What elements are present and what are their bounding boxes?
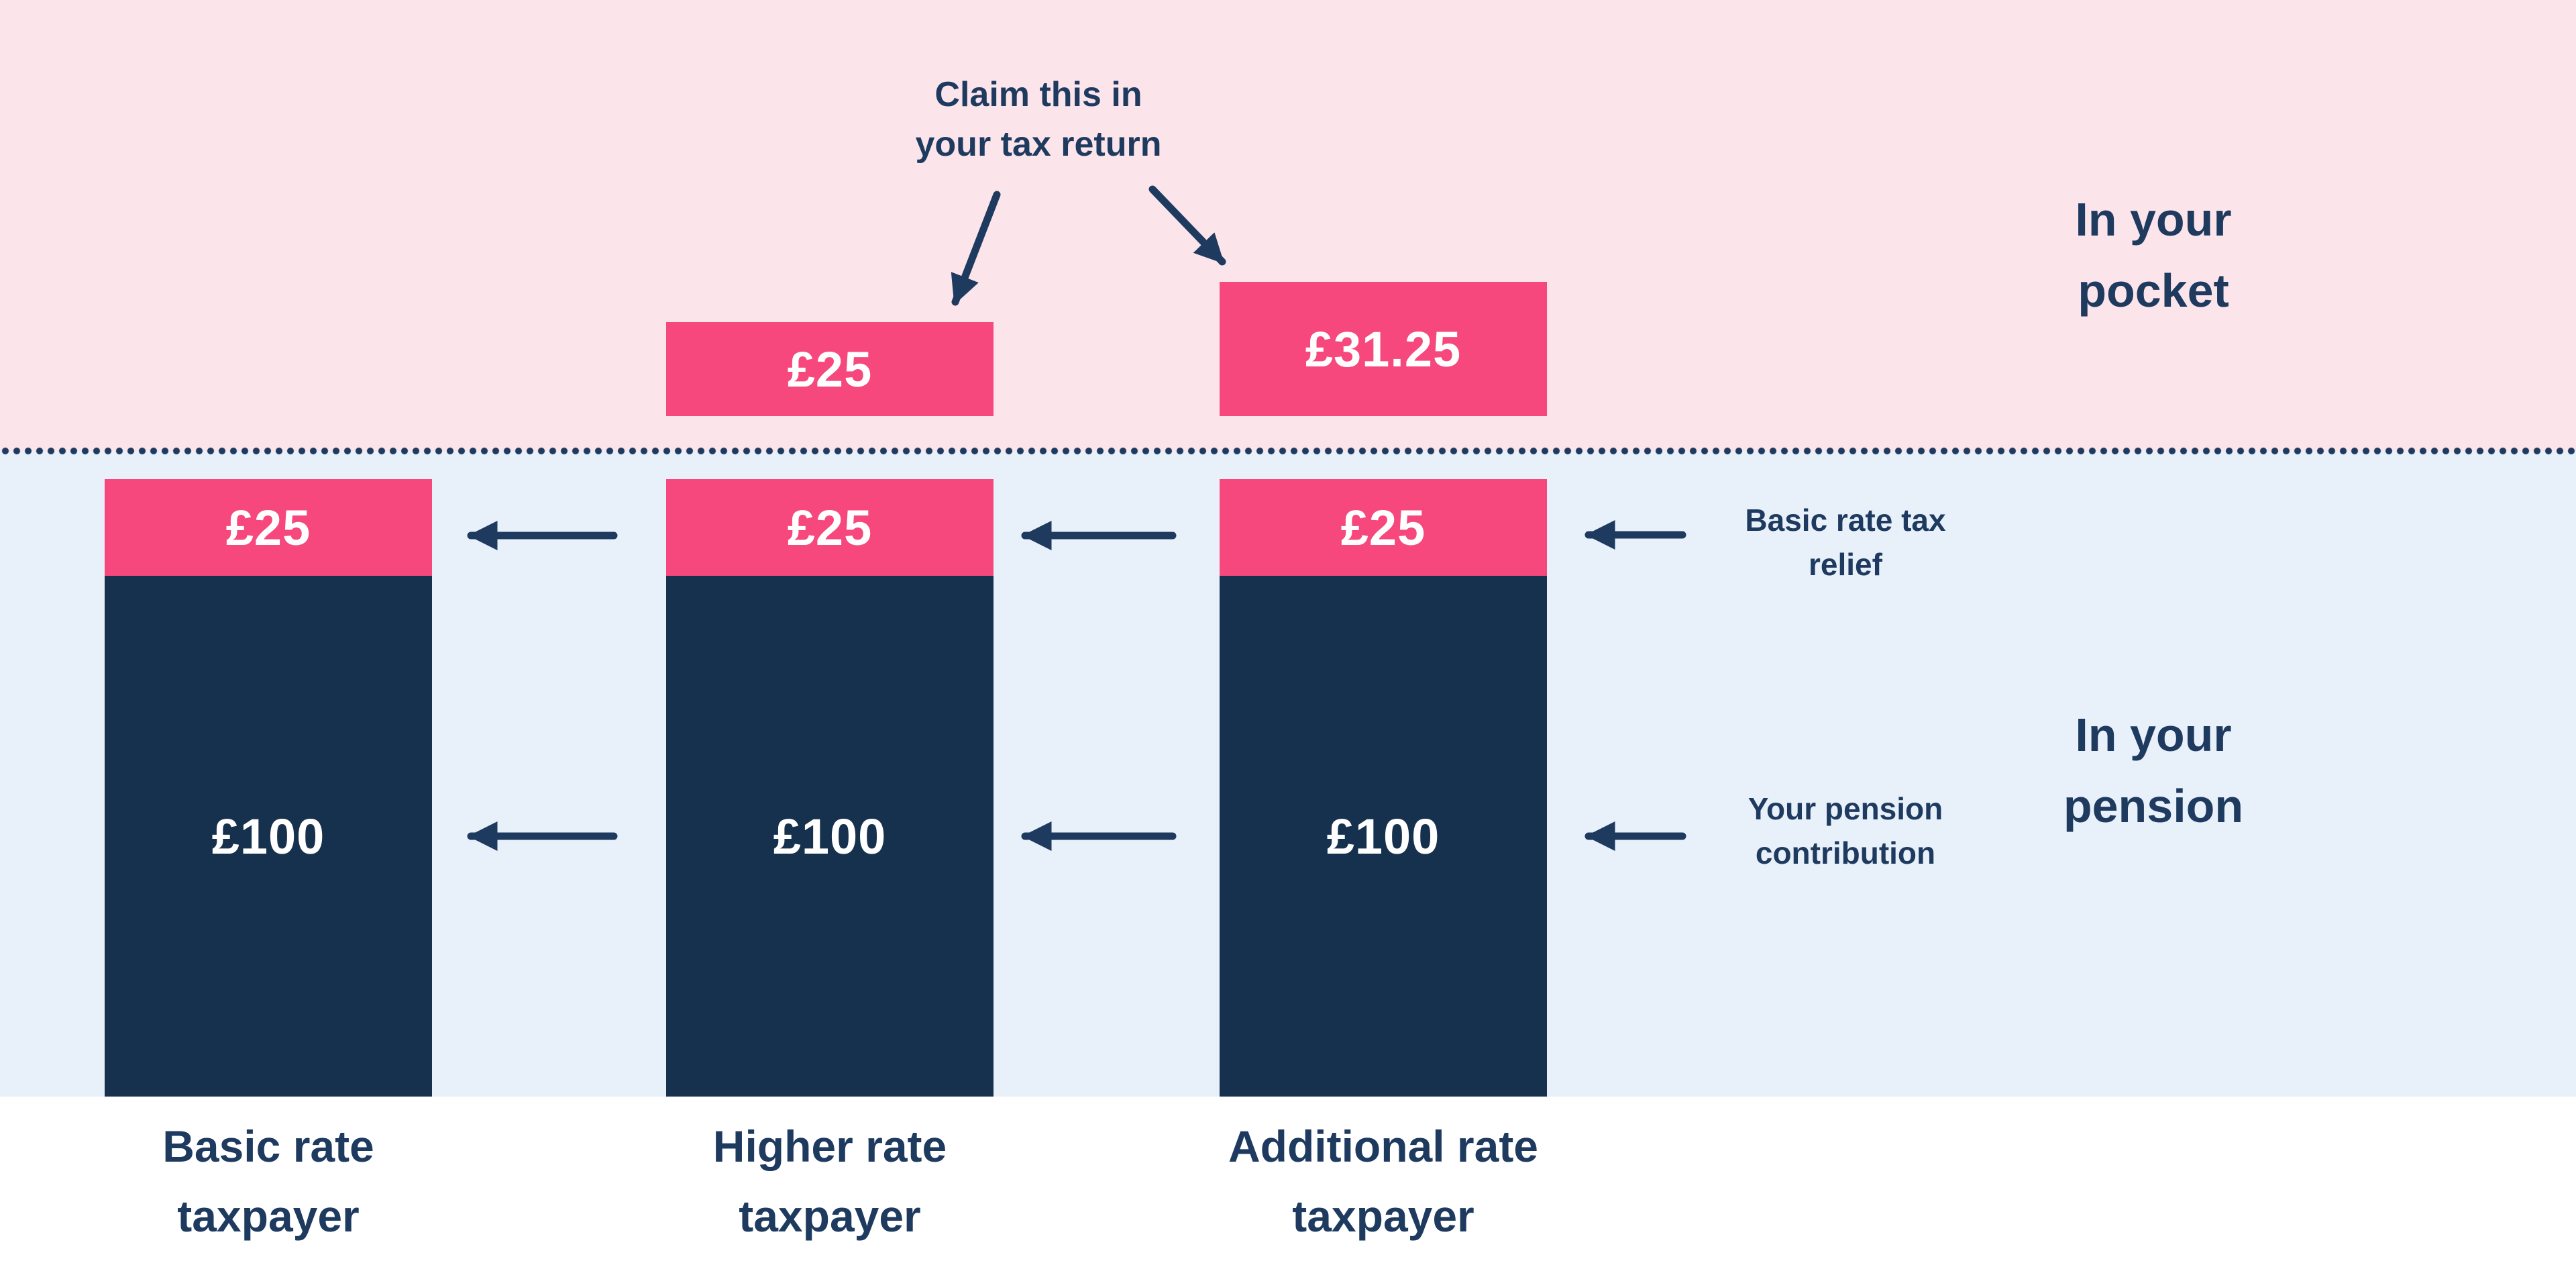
claim-annotation-line2: your tax return bbox=[915, 125, 1162, 164]
footer-section bbox=[0, 1097, 2576, 1263]
bar-basic-contribution-value: £100 bbox=[211, 808, 325, 864]
in-your-pocket-label: In your pocket bbox=[1952, 184, 2355, 326]
claim-annotation: Claim this in your tax return bbox=[770, 70, 1307, 169]
in-your-pension-line2: pension bbox=[2063, 780, 2244, 832]
category-label-basic: Basic rate taxpayer bbox=[0, 1111, 537, 1251]
category-label-additional: Additional rate taxpayer bbox=[1115, 1111, 1652, 1251]
category-label-additional-line2: taxpayer bbox=[1292, 1191, 1474, 1241]
pocket-amount-additional: £31.25 bbox=[1220, 282, 1547, 416]
basic-rate-tax-relief-label: Basic rate tax relief bbox=[1644, 498, 2047, 587]
bar-additional-relief-segment: £25 bbox=[1220, 479, 1547, 576]
category-label-basic-line1: Basic rate bbox=[162, 1121, 374, 1171]
category-label-additional-line1: Additional rate bbox=[1228, 1121, 1539, 1171]
bar-basic-relief-value: £25 bbox=[225, 499, 311, 556]
pension-contribution-line2: contribution bbox=[1755, 836, 1936, 870]
pocket-amount-additional-value: £31.25 bbox=[1305, 321, 1462, 377]
bar-additional-contribution-segment: £100 bbox=[1220, 576, 1547, 1097]
in-your-pocket-line2: pocket bbox=[2078, 264, 2229, 317]
in-your-pocket-line1: In your bbox=[2075, 193, 2232, 246]
category-label-basic-line2: taxpayer bbox=[177, 1191, 360, 1241]
bar-additional-relief-value: £25 bbox=[1340, 499, 1426, 556]
claim-annotation-line1: Claim this in bbox=[934, 75, 1142, 114]
category-label-higher-line1: Higher rate bbox=[712, 1121, 947, 1171]
dotted-divider bbox=[0, 445, 2576, 457]
in-your-pension-label: In your pension bbox=[1952, 699, 2355, 842]
bar-higher-contribution-segment: £100 bbox=[666, 576, 994, 1097]
bar-higher-relief-value: £25 bbox=[787, 499, 873, 556]
bar-higher-relief-segment: £25 bbox=[666, 479, 994, 576]
category-label-higher-line2: taxpayer bbox=[739, 1191, 921, 1241]
bar-basic-relief-segment: £25 bbox=[105, 479, 432, 576]
bar-additional-contribution-value: £100 bbox=[1326, 808, 1440, 864]
basic-rate-tax-relief-line1: Basic rate tax bbox=[1745, 503, 1946, 538]
pocket-amount-higher-value: £25 bbox=[787, 341, 873, 397]
category-label-higher: Higher rate taxpayer bbox=[561, 1111, 1098, 1251]
bar-basic-contribution-segment: £100 bbox=[105, 576, 432, 1097]
pension-contribution-line1: Your pension bbox=[1748, 791, 1943, 826]
basic-rate-tax-relief-line2: relief bbox=[1809, 547, 1882, 582]
pension-contribution-label: Your pension contribution bbox=[1644, 787, 2047, 875]
pocket-amount-higher: £25 bbox=[666, 322, 994, 416]
in-your-pension-line1: In your bbox=[2075, 709, 2232, 761]
bar-higher-contribution-value: £100 bbox=[773, 808, 887, 864]
